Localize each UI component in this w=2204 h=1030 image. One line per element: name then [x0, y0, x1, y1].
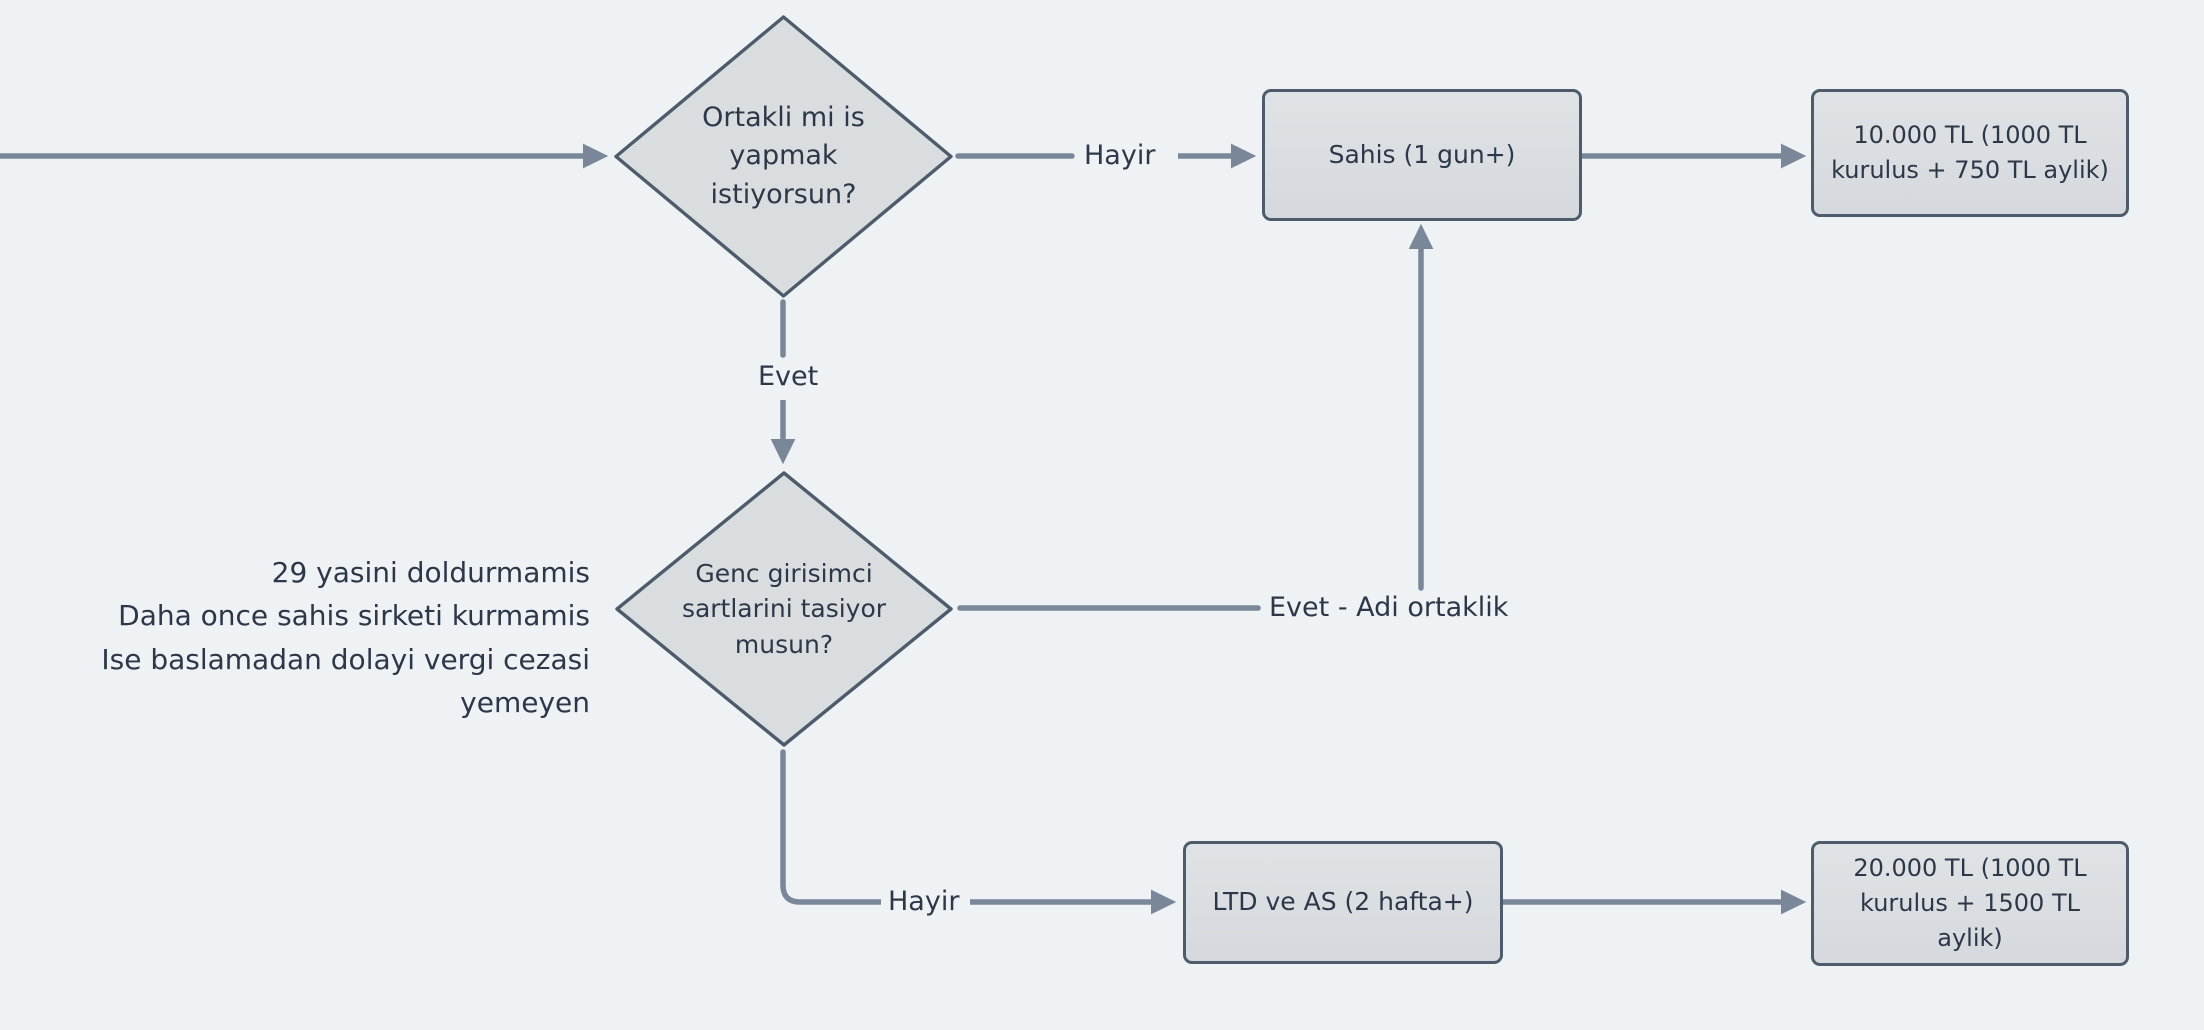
- node-sole-cost[interactable]: 10.000 TL (1000 TL kurulus + 750 TL ayli…: [1811, 89, 2129, 217]
- node-sole-cost-label: 10.000 TL (1000 TL kurulus + 750 TL ayli…: [1831, 121, 2109, 184]
- young-entrepreneur-criteria-note: 29 yasini doldurmamis Daha once sahis si…: [101, 556, 590, 720]
- node-ltd-cost-label: 20.000 TL (1000 TL kurulus + 1500 TL ayl…: [1853, 854, 2087, 952]
- decision-young-entrepreneur-label: Genc girisimci sartlarini tasiyor musun?: [681, 558, 887, 659]
- decision-young-entrepreneur[interactable]: Genc girisimci sartlarini tasiyor musun?: [613, 469, 955, 749]
- edge-label-young-yes: Evet - Adi ortaklik: [1262, 593, 1516, 623]
- edge-label-partner-no: Hayir: [1077, 141, 1163, 171]
- edge-young-no-elbow: [780, 749, 888, 905]
- decision-partner-label: Ortakli mi is yapmak istiyorsun?: [702, 102, 865, 210]
- diamond-shape: [614, 15, 953, 298]
- decision-partner[interactable]: Ortakli mi is yapmak istiyorsun?: [612, 13, 955, 300]
- edge-label-young-no: Hayir: [881, 887, 967, 917]
- node-ltd-as-label: LTD ve AS (2 hafta+): [1212, 887, 1474, 917]
- node-sole-proprietorship[interactable]: Sahis (1 gun+): [1262, 89, 1582, 221]
- node-ltd-cost[interactable]: 20.000 TL (1000 TL kurulus + 1500 TL ayl…: [1811, 841, 2129, 966]
- diamond-shape: [615, 471, 953, 747]
- edge-label-partner-yes: Evet: [751, 362, 826, 392]
- node-ltd-as[interactable]: LTD ve AS (2 hafta+): [1183, 841, 1503, 964]
- node-sole-proprietorship-label: Sahis (1 gun+): [1328, 139, 1516, 169]
